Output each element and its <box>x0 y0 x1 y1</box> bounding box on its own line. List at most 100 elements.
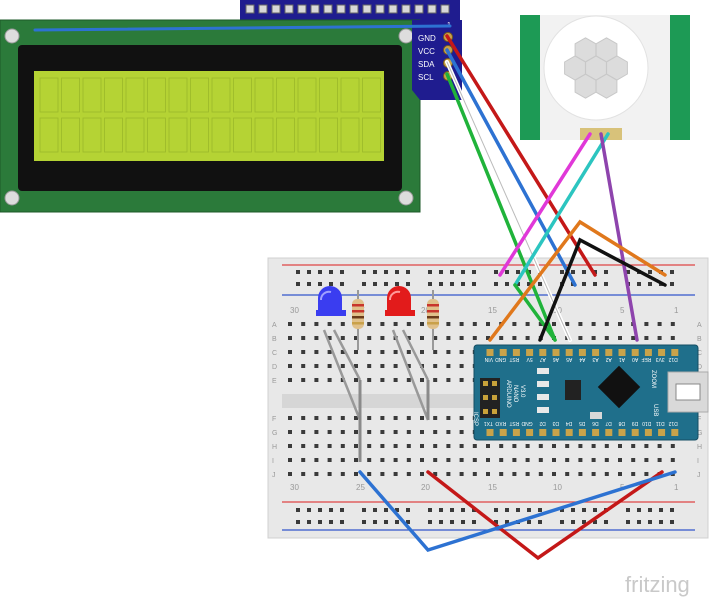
rail-hole <box>505 270 509 274</box>
breadboard-hole <box>367 444 372 448</box>
breadboard-hole <box>499 472 504 476</box>
row-letter-i-left: I <box>272 458 274 465</box>
rail-hole <box>604 520 608 524</box>
lcd-char-cell <box>319 77 338 113</box>
breadboard-hole <box>288 364 292 368</box>
nano-bottom-pin-label: RST <box>509 420 519 426</box>
nano-top-pin-label: 5V <box>526 356 533 362</box>
blue-led <box>316 286 346 316</box>
breadboard-hole <box>393 472 398 476</box>
breadboard-hole <box>327 458 332 462</box>
rail-hole <box>626 520 630 524</box>
rail-hole <box>648 520 652 524</box>
breadboard-hole <box>406 378 411 382</box>
rail-hole <box>329 520 333 524</box>
breadboard-hole <box>420 416 424 420</box>
lcd-mount-hole-bl <box>4 190 20 206</box>
lcd-header-pin <box>245 4 255 14</box>
rail-hole <box>472 520 476 524</box>
row-letter-g-right: G <box>697 430 702 437</box>
row-letter-j-left: J <box>272 472 276 479</box>
breadboard-hole <box>354 472 358 476</box>
rail-hole <box>648 270 652 274</box>
lcd-header-pin <box>427 4 437 14</box>
lcd-header-pin <box>284 4 294 14</box>
breadboard-hole <box>314 472 319 476</box>
i2c-sda-wire-outline <box>446 61 571 341</box>
nano-pin-bottom <box>526 429 534 436</box>
breadboard-hole <box>314 444 319 448</box>
rail-hole <box>384 520 388 524</box>
nano-pin-top <box>552 349 560 356</box>
lcd-header-pin <box>349 4 359 14</box>
nano-pin-bottom <box>631 429 639 436</box>
breadboard-hole <box>604 458 609 462</box>
nano-bottom-pin-label: D6 <box>592 420 599 426</box>
rail-hole <box>450 282 454 286</box>
nano-pin-top <box>486 349 494 356</box>
breadboard-hole <box>288 444 292 448</box>
breadboard-hole <box>301 350 306 354</box>
breadboard-hole <box>380 364 385 368</box>
nano-pin-top <box>618 349 626 356</box>
breadboard-hole <box>446 378 451 382</box>
breadboard-hole <box>354 444 358 448</box>
rail-hole <box>604 270 608 274</box>
nano-pin-bottom <box>499 429 507 436</box>
breadboard-hole <box>420 378 424 382</box>
rail-hole <box>516 508 520 512</box>
breadboard-hole <box>618 444 622 448</box>
nano-top-pin-label: A0 <box>632 356 638 362</box>
breadboard-hole <box>670 458 675 462</box>
row-letter-b-right: B <box>697 336 702 343</box>
rail-hole <box>593 282 597 286</box>
nano-pin-top <box>631 349 639 356</box>
i2c-label-sda: SDA <box>418 60 435 69</box>
breadboard-hole <box>459 430 464 434</box>
breadboard-hole <box>618 472 622 476</box>
breadboard-hole <box>406 444 411 448</box>
rail-hole <box>626 508 630 512</box>
breadboard-hole <box>301 444 306 448</box>
i2c-label-gnd: GND <box>418 34 436 43</box>
breadboard-hole <box>393 364 398 368</box>
breadboard-hole <box>393 378 398 382</box>
breadboard-hole <box>380 350 385 354</box>
smd-led-4 <box>537 407 549 413</box>
breadboard-hole <box>578 458 583 462</box>
lcd-char-cell <box>104 117 123 153</box>
nano-top-pin-label: A4 <box>579 356 585 362</box>
breadboard-hole <box>512 458 517 462</box>
row-letter-c-left: C <box>272 350 277 357</box>
rail-hole <box>582 282 586 286</box>
breadboard-hole <box>618 336 622 340</box>
lcd-char-cell <box>211 117 231 153</box>
lcd-header-pin <box>401 4 411 14</box>
breadboard-hole <box>288 416 292 420</box>
rail-hole <box>527 508 531 512</box>
lcd-1602 <box>0 0 460 213</box>
breadboard-hole <box>367 322 372 326</box>
col-number-30-bottom: 30 <box>290 483 299 492</box>
breadboard-hole <box>538 472 543 476</box>
rail-hole <box>472 282 476 286</box>
breadboard-hole <box>314 336 319 340</box>
breadboard-hole <box>380 430 385 434</box>
lcd-char-cell <box>254 77 274 113</box>
breadboard-hole <box>288 378 292 382</box>
breadboard-hole <box>525 336 530 340</box>
breadboard-hole <box>288 458 292 462</box>
rail-hole <box>593 508 597 512</box>
lcd-header-pin <box>271 4 281 14</box>
nano-bottom-pin-label: RXO <box>495 420 506 426</box>
lcd-char-cell <box>190 117 209 153</box>
breadboard-hole <box>340 458 345 462</box>
rail-hole <box>670 270 674 274</box>
pir-lens-facet <box>595 37 618 63</box>
breadboard-hole <box>314 416 319 420</box>
lcd-char-cell <box>82 77 102 113</box>
col-number-20-top: 20 <box>421 306 430 315</box>
col-number-20-bottom: 20 <box>421 483 430 492</box>
rail-hole <box>373 520 377 524</box>
